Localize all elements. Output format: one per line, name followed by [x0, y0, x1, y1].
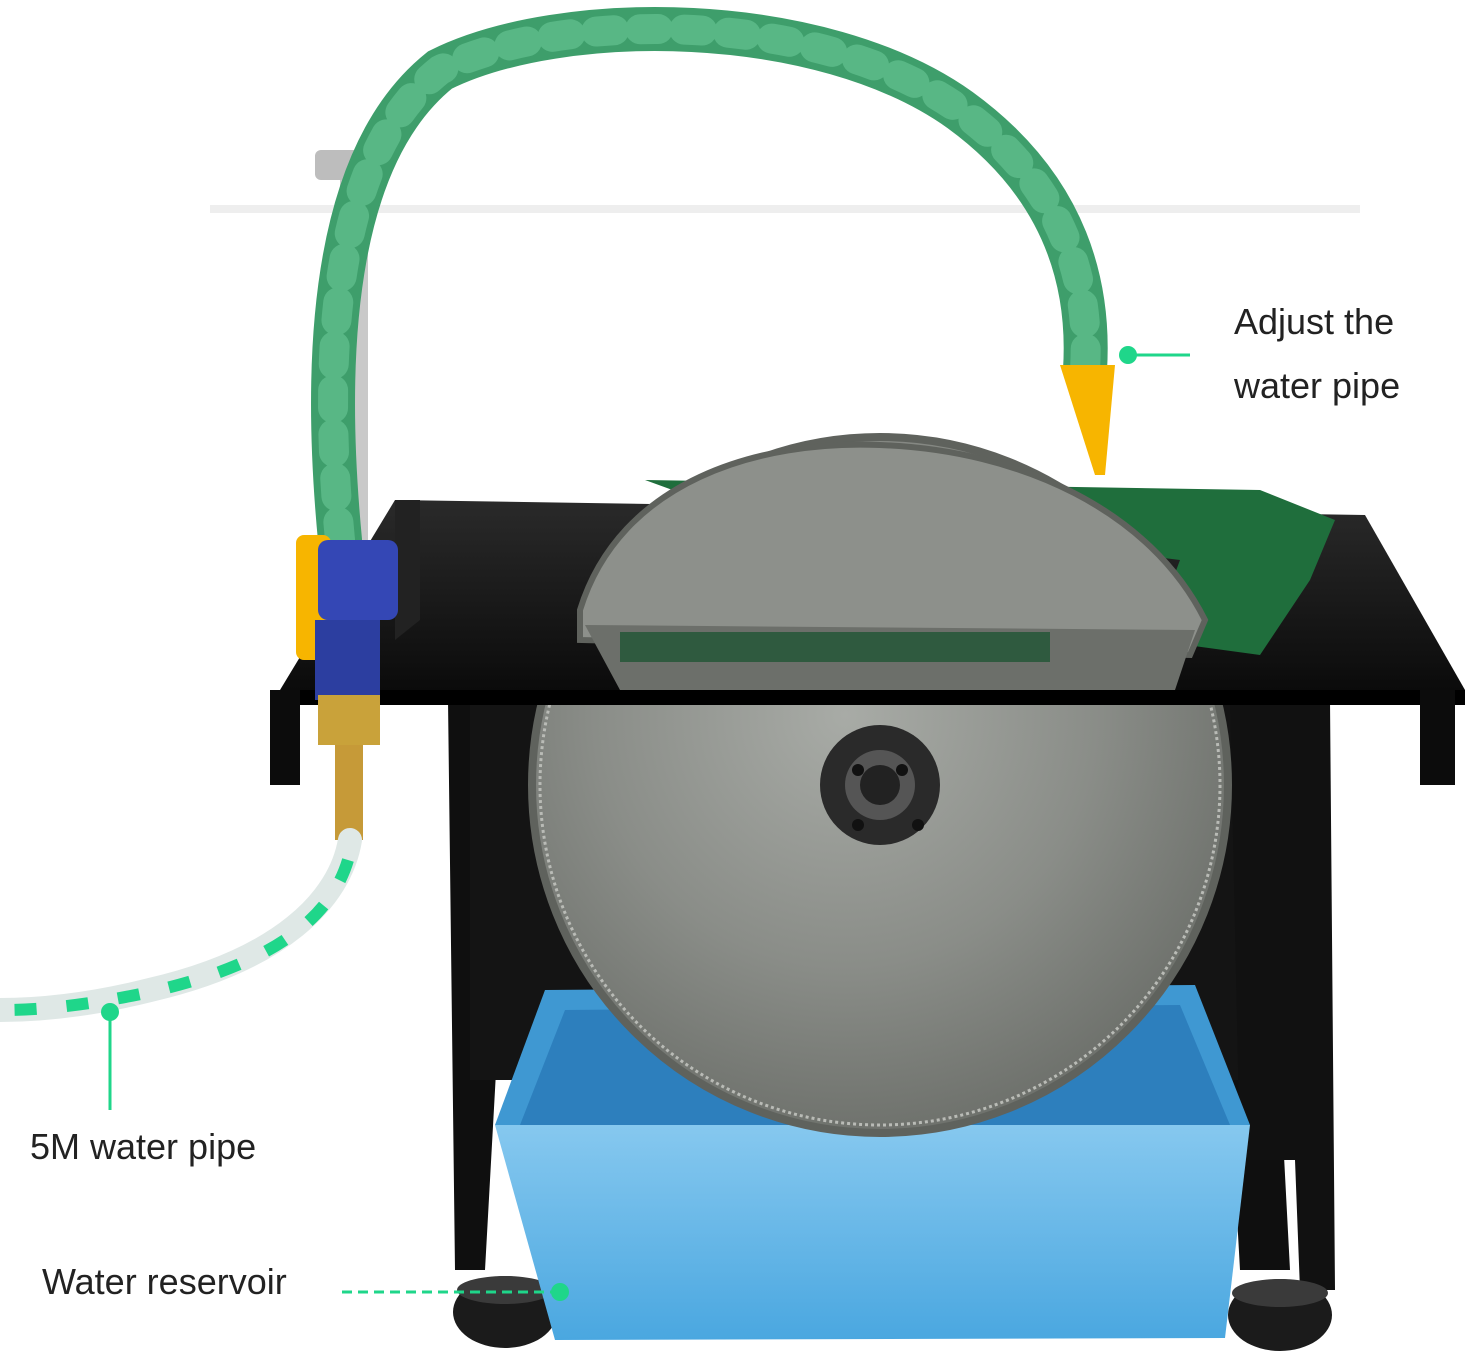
blade-guard: [577, 441, 1335, 690]
water-pipe-length-label: 5M water pipe: [30, 1126, 257, 1167]
rubber-feet: [453, 1276, 1332, 1351]
adjust-water-pipe-label: Adjust the water pipe: [1234, 290, 1454, 418]
callout-lines: [101, 346, 1190, 1301]
inlet-tube: [0, 828, 362, 1022]
adjust-label-line-1: Adjust the: [1234, 301, 1395, 342]
water-reservoir-label: Water reservoir: [42, 1261, 287, 1302]
water-valve: [296, 535, 398, 840]
nozzle: [1060, 365, 1115, 475]
adjust-label-line-2: water pipe: [1234, 365, 1401, 406]
coolant-hose: [311, 7, 1108, 562]
